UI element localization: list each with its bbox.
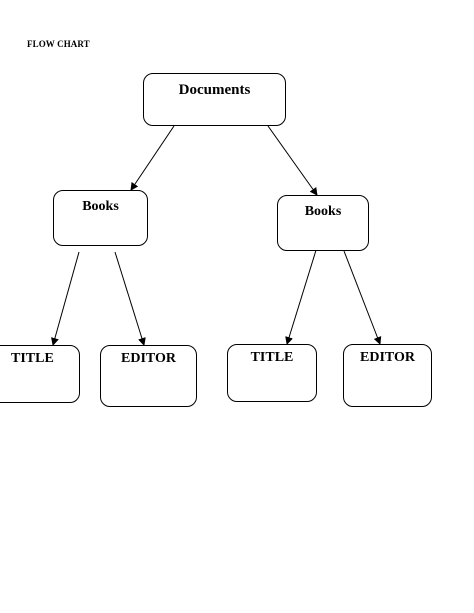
arrow-documents-to-books-right — [267, 125, 318, 196]
page-title: FLOW CHART — [27, 39, 90, 49]
node-editor-left-label: EDITOR — [121, 351, 176, 366]
node-editor-right-label: EDITOR — [360, 350, 415, 365]
node-editor-right: EDITOR — [343, 344, 432, 407]
arrow-books-left-to-editor — [114, 251, 146, 346]
arrow-books-left-to-title — [51, 251, 80, 346]
node-books-right: Books — [277, 195, 369, 251]
node-title-right-label: TITLE — [250, 350, 294, 365]
node-editor-left: EDITOR — [100, 345, 197, 407]
arrow-documents-to-books-left — [130, 125, 175, 191]
node-books-right-label: Books — [304, 204, 342, 219]
node-title-left-label: TITLE — [11, 351, 54, 366]
arrow-books-right-to-title — [285, 246, 318, 345]
node-documents-label: Documents — [178, 82, 251, 98]
node-books-left: Books — [53, 190, 148, 246]
node-title-right: TITLE — [227, 344, 317, 402]
node-books-left-label: Books — [82, 199, 119, 214]
arrow-books-right-to-editor — [343, 250, 382, 345]
node-documents: Documents — [143, 73, 286, 126]
node-title-left: TITLE — [0, 345, 80, 403]
